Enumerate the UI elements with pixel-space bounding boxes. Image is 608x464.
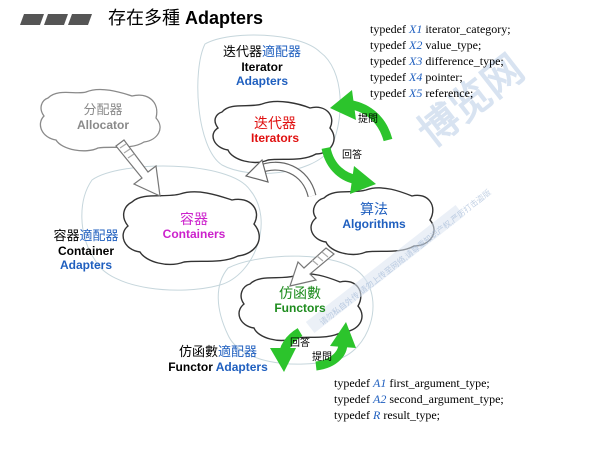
algorithms-to-functors-arrow — [289, 247, 335, 287]
container-adapters-zh-b: 適配器 — [79, 229, 119, 244]
containers-en: Containers — [162, 227, 226, 242]
container-adapters-en-a: Container — [57, 243, 114, 258]
ask-top-label: 提問 — [358, 114, 378, 125]
containers-cloud — [122, 191, 260, 266]
iterators-cloud — [212, 100, 335, 164]
container-adapters-label: 容器適配器 Container Adapters — [30, 229, 142, 273]
allocator-label: 分配器 Allocator — [58, 103, 148, 133]
functors-zh: 仿函數 — [279, 286, 321, 302]
containers-label: 容器 Containers — [146, 212, 242, 242]
algorithms-zh: 算法 — [360, 202, 388, 218]
allocator-to-containers-arrow — [115, 139, 161, 198]
functor-adapters-en-b: Adapters — [215, 359, 268, 374]
functor-adapters-zh-a: 仿函數 — [178, 345, 218, 360]
iterator-typedef-line: typedef X5 reference; — [370, 86, 474, 100]
title-bar-decoration — [20, 14, 92, 25]
allocator-cloud — [39, 88, 161, 152]
title-zh: 存在多種 — [108, 8, 180, 28]
functor-typedefs-block: typedef A1 first_argument_type; typedef … — [334, 376, 602, 430]
iterator-typedef-line: typedef X3 difference_type; — [370, 54, 504, 68]
algorithms-to-containers-arrow — [244, 158, 317, 198]
container-adapters-outline — [81, 165, 262, 291]
iterator-adapters-en-a: Iterator — [241, 59, 283, 74]
containers-zh: 容器 — [180, 212, 208, 228]
functor-adapters-label: 仿函數適配器 Functor Adapters — [160, 345, 276, 375]
iterator-adapters-label: 迭代器適配器 Iterator Adapters — [208, 45, 316, 89]
functors-label: 仿函數 Functors — [252, 286, 348, 316]
algorithms-en: Algorithms — [342, 217, 406, 232]
iterator-typedef-line: typedef X4 pointer; — [370, 70, 463, 84]
answer-bottom-label: 回答 — [290, 338, 310, 349]
allocator-en: Allocator — [76, 117, 129, 132]
iterator-typedef-line: typedef X2 value_type; — [370, 38, 482, 52]
functor-adapters-en-a: Functor — [168, 359, 213, 374]
allocator-zh: 分配器 — [83, 103, 123, 118]
functor-typedef-line: typedef R result_type; — [334, 408, 440, 422]
iterators-en: Iterators — [250, 131, 300, 146]
iterator-adapters-zh-a: 迭代器 — [222, 45, 262, 60]
functor-typedef-line: typedef A2 second_argument_type; — [334, 392, 504, 406]
container-adapters-zh-a: 容器 — [53, 229, 80, 244]
page-title: 存在多種 Adapters — [108, 8, 263, 29]
iterator-typedefs-block: typedef X1 iterator_category; typedef X2… — [370, 22, 606, 106]
iterators-zh: 迭代器 — [254, 116, 296, 132]
top-green-arrows — [321, 90, 393, 194]
answer-top-label: 回答 — [342, 150, 362, 161]
iterator-typedef-line: typedef X1 iterator_category; — [370, 22, 511, 36]
functor-adapters-zh-b: 適配器 — [218, 345, 258, 360]
iterators-label: 迭代器 Iterators — [228, 116, 322, 146]
bottom-green-arrows — [270, 322, 356, 372]
iterator-adapters-zh-b: 適配器 — [262, 45, 302, 60]
ask-bottom-label: 提問 — [312, 352, 332, 363]
container-adapters-en-b: Adapters — [59, 257, 112, 272]
title-en: Adapters — [185, 8, 264, 28]
algorithms-label: 算法 Algorithms — [326, 202, 422, 232]
iterator-adapters-en-b: Adapters — [235, 73, 288, 88]
functor-typedef-line: typedef A1 first_argument_type; — [334, 376, 490, 390]
watermark — [305, 204, 465, 334]
functors-en: Functors — [274, 301, 326, 316]
